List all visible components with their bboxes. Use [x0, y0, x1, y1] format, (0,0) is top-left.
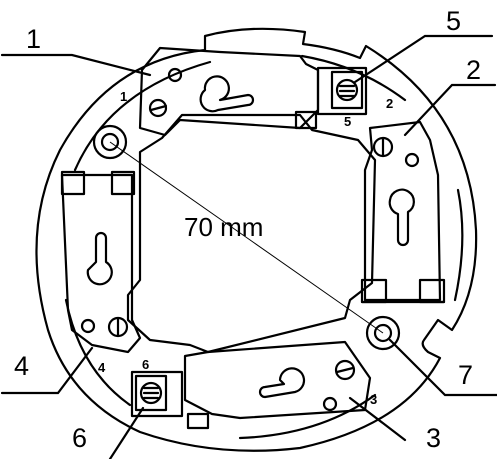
screw-terminal-5 — [335, 78, 359, 102]
keyhole-slot-right — [388, 188, 415, 247]
hole-bottom-right — [322, 396, 338, 412]
callout-3: 3 — [426, 423, 441, 453]
callout-4: 4 — [14, 351, 29, 381]
hole-right — [404, 152, 420, 168]
mounting-hole-bottom-right — [365, 315, 401, 351]
terminal-mark-4: 4 — [98, 360, 106, 375]
leader-7 — [388, 338, 497, 397]
terminal-mark-6: 6 — [142, 357, 149, 372]
hole-left — [80, 318, 96, 334]
hole-top-left — [167, 67, 183, 83]
screw-bottom-right — [334, 359, 356, 381]
mounting-hole-top-left — [92, 124, 128, 160]
terminal-mark-3: 3 — [370, 392, 377, 407]
dimension-label: 70 mm — [184, 212, 263, 242]
screw-top-left — [148, 98, 168, 118]
keyhole-slot-left — [86, 231, 113, 286]
clamp-plate-left — [60, 173, 142, 354]
leader-4 — [0, 346, 94, 395]
outer-rim — [35, 27, 478, 452]
callout-7: 7 — [458, 360, 473, 390]
callout-1: 1 — [26, 24, 41, 54]
terminal-block-top-right — [316, 66, 368, 116]
callout-2: 2 — [466, 55, 481, 85]
terminal-mark-5: 5 — [344, 114, 351, 129]
keyhole-slot-bottom — [258, 367, 306, 399]
leader-6 — [108, 406, 145, 459]
terminal-mark-1: 1 — [120, 89, 127, 104]
terminal-block-bottom-left — [130, 370, 184, 418]
callout-5: 5 — [446, 6, 461, 36]
dimension-line — [109, 141, 384, 334]
leader-2 — [403, 83, 497, 137]
terminal-mark-2: 2 — [386, 96, 393, 111]
leader-1 — [0, 53, 152, 77]
callout-6: 6 — [72, 423, 87, 453]
clamp-plate-bottom — [183, 340, 372, 420]
leader-3 — [348, 396, 407, 442]
screw-terminal-6 — [139, 381, 163, 405]
clamp-plate-right — [363, 120, 442, 302]
inner-ring — [64, 54, 464, 440]
keyhole-slot-top — [199, 75, 255, 113]
leader-5 — [353, 34, 494, 84]
